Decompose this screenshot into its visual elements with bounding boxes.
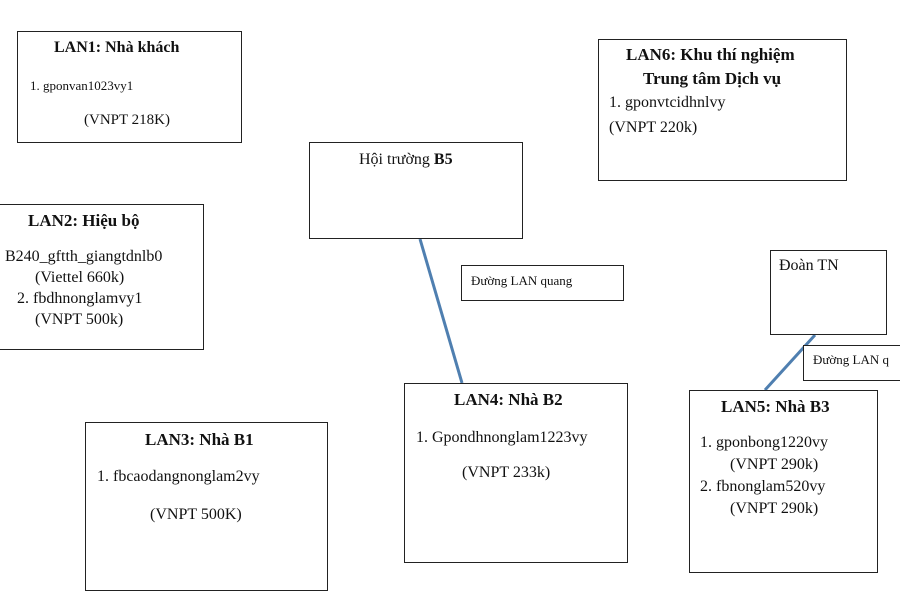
fiber-link-b5-b2 [418,238,464,384]
lan2-title: LAN2: Hiệu bộ [28,211,140,230]
fiber-label-box: Đường LAN quang [461,265,624,301]
doan-tn-label: Đoàn TN [779,257,839,274]
lan6-item-1: 1. gponvtcidhnlvy [609,94,726,111]
fiber-link-doantn-b3 [763,333,817,392]
lan6-box: LAN6: Khu thí nghiệm Trung tâm Dịch vụ 1… [598,39,847,181]
lan6-title-line2: Trung tâm Dịch vụ [643,69,782,88]
hoi-truong-b5-label: Hội trường B5 [359,151,453,169]
hoi-truong-label-text: Hội trường [359,151,434,168]
lan2-item-3: 2. fbdhnonglamvy1 [17,290,143,307]
lan6-title-line1: LAN6: Khu thí nghiệm [626,45,795,64]
lan1-box: LAN1: Nhà khách 1. gponvan1023vy1 (VNPT … [17,31,242,143]
hoi-truong-b5-box: Hội trường B5 [309,142,523,239]
lan5-title: LAN5: Nhà B3 [721,397,830,416]
fiber-label-text: Đường LAN quang [471,273,573,288]
lan2-box: LAN2: Hiệu bộ B240_gftth_giangtdnlb0 (Vi… [0,204,204,350]
fiber-label-box-2: Đường LAN q [803,345,900,381]
lan5-item-2: (VNPT 290k) [730,456,819,473]
lan2-item-1: B240_gftth_giangtdnlb0 [5,248,163,265]
lan1-title: LAN1: Nhà khách [54,39,180,56]
lan2-item-4: (VNPT 500k) [35,311,124,328]
lan4-item-1: 1. Gpondhnonglam1223vy [416,429,588,446]
fiber-label-text-2: Đường LAN q [813,352,890,367]
lan6-item-2: (VNPT 220k) [609,119,698,136]
lan5-box: LAN5: Nhà B3 1. gponbong1220vy (VNPT 290… [689,390,878,573]
doan-tn-box: Đoàn TN [770,250,887,335]
lan4-box: LAN4: Nhà B2 1. Gpondhnonglam1223vy (VNP… [404,383,628,563]
lan3-box: LAN3: Nhà B1 1. fbcaodangnonglam2vy (VNP… [85,422,328,591]
lan3-title: LAN3: Nhà B1 [145,430,254,449]
lan3-item-2: (VNPT 500K) [150,506,242,523]
lan1-item-2: (VNPT 218K) [84,112,170,128]
lan3-item-1: 1. fbcaodangnonglam2vy [97,468,260,485]
lan5-item-1: 1. gponbong1220vy [700,434,828,451]
lan2-item-2: (Viettel 660k) [35,269,125,286]
lan1-item-1: 1. gponvan1023vy1 [30,78,134,93]
hoi-truong-label-bold: B5 [433,151,453,168]
lan4-title: LAN4: Nhà B2 [454,390,563,409]
lan5-item-3: 2. fbnonglam520vy [700,478,826,495]
lan5-item-4: (VNPT 290k) [730,500,819,517]
lan4-item-2: (VNPT 233k) [462,464,551,481]
